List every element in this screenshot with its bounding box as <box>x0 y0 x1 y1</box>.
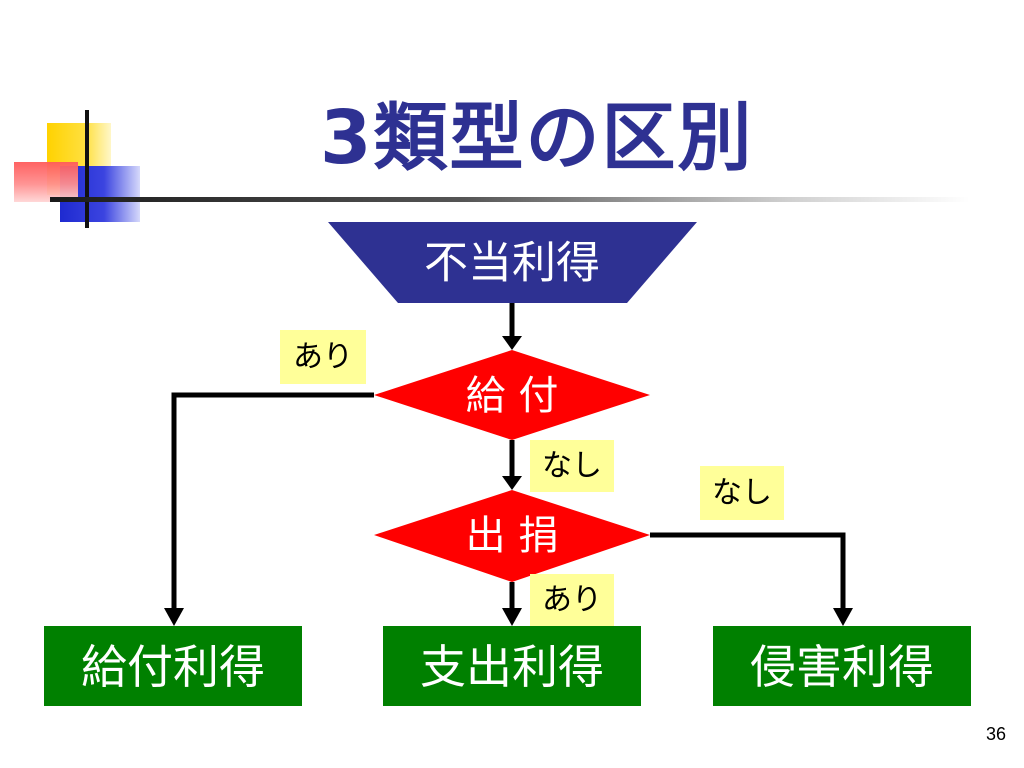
decision-kyufu-diamond-shape <box>374 350 650 440</box>
edge-shusson-no <box>650 532 846 612</box>
arrowhead <box>833 608 853 626</box>
arrowhead <box>502 336 522 350</box>
decision-shusson-label: 出 捐 <box>466 513 559 559</box>
edge-label-kyufu-no: なし <box>530 440 614 492</box>
decision-kyufu-label: 給 付 <box>466 373 559 419</box>
result-shishutsu-label: 支出利得 <box>420 640 604 694</box>
decor-red-square <box>14 162 78 202</box>
slide-title: 3類型の区別 <box>320 95 754 181</box>
label-box <box>530 440 614 492</box>
node-result-shingai: 侵害利得 <box>713 626 971 706</box>
label-box <box>700 466 784 520</box>
arrowhead <box>502 608 522 626</box>
label-text: あり <box>293 340 353 375</box>
arrowhead <box>502 476 522 490</box>
label-box <box>530 574 614 626</box>
edge-label-shusson-yes: あり <box>530 574 614 626</box>
result-kyufu-label: 給付利得 <box>81 640 265 694</box>
node-start: 不当利得 <box>328 222 697 303</box>
label-box <box>280 330 366 384</box>
node-decision-shusson: 出 捐 <box>374 490 650 582</box>
node-result-kyufu: 給付利得 <box>44 626 302 706</box>
result-kyufu-box <box>44 626 302 706</box>
edge-label-kyufu-yes: あり <box>280 330 366 384</box>
start-trapezoid-shape <box>328 222 697 303</box>
decor-vertical-line <box>85 110 89 228</box>
label-text: なし <box>542 449 602 484</box>
node-decision-kyufu: 給 付 <box>374 350 650 440</box>
page-number: 36 <box>985 724 1006 744</box>
decision-shusson-diamond-shape <box>374 490 650 582</box>
start-label: 不当利得 <box>424 238 600 289</box>
label-text: なし <box>712 476 772 511</box>
result-shishutsu-box <box>383 626 641 706</box>
node-result-shishutsu: 支出利得 <box>383 626 641 706</box>
result-shingai-box <box>713 626 971 706</box>
result-shingai-label: 侵害利得 <box>750 640 934 694</box>
label-text: あり <box>542 583 602 618</box>
edge-kyufu-yes <box>171 392 374 612</box>
title-underline <box>50 197 970 202</box>
arrowhead <box>164 608 184 626</box>
edge-label-shusson-no: なし <box>700 466 784 520</box>
edges <box>164 303 853 626</box>
